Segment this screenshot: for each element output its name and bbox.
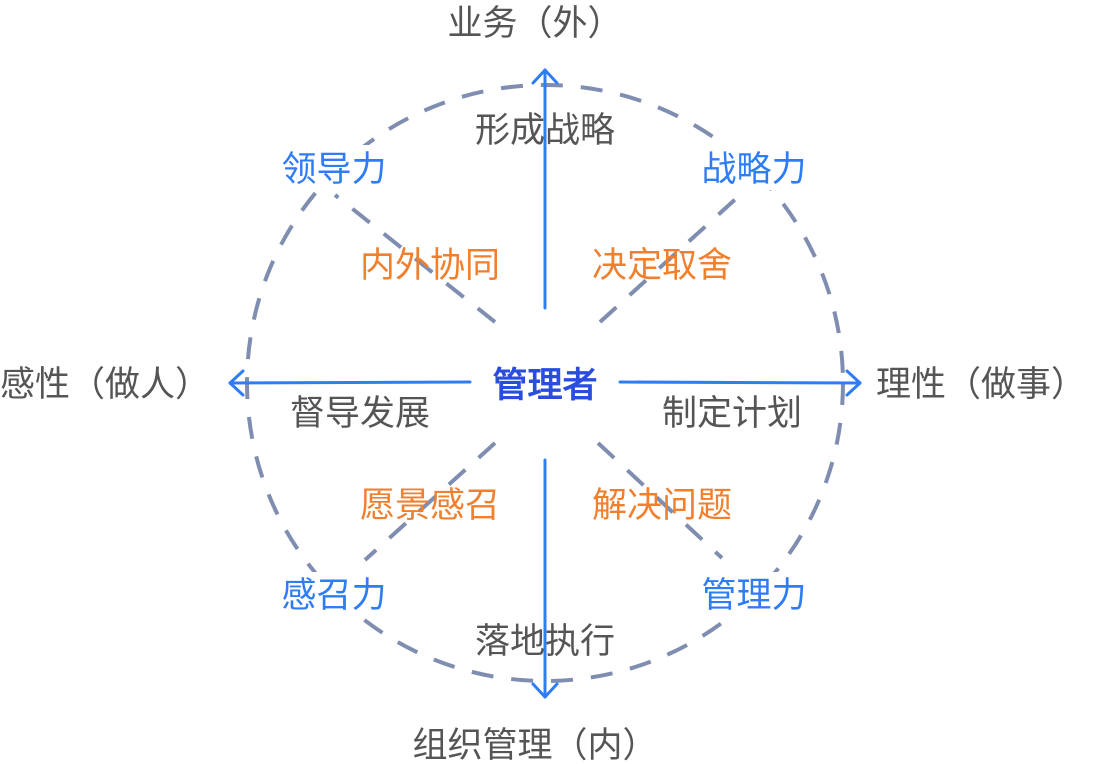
axis-left-label: 感性（做人） (0, 365, 210, 405)
action-bottom-right: 解决问题 (592, 486, 732, 526)
arrow-right-head (845, 369, 862, 397)
arrow-up-head (531, 68, 559, 85)
action-top-left: 内外协同 (360, 246, 500, 286)
diagonal-bottom-left (363, 441, 497, 562)
arrow-left-head (228, 369, 245, 397)
inner-left-label: 督导发展 (290, 394, 430, 434)
action-top-right: 决定取舍 (592, 246, 732, 286)
inner-right-label: 制定计划 (662, 394, 802, 434)
ability-top-left: 领导力 (281, 150, 386, 190)
ability-bottom-right: 管理力 (701, 576, 806, 616)
diagonal-top-left (333, 193, 497, 324)
axis-bottom-label: 组织管理（内） (412, 726, 657, 764)
inner-bottom-label: 落地执行 (475, 622, 615, 662)
center-label: 管理者 (492, 366, 597, 406)
arrow-down-head (531, 682, 559, 699)
ability-bottom-left: 感召力 (281, 576, 386, 616)
diagonal-bottom-right (596, 441, 724, 560)
axis-top-label: 业务（外） (447, 4, 622, 44)
arrow-left (228, 380, 472, 385)
axis-right-label: 理性（做事） (876, 365, 1086, 405)
action-bottom-left: 愿景感召 (360, 486, 500, 526)
ability-top-right: 战略力 (701, 150, 806, 190)
inner-top-label: 形成战略 (475, 111, 615, 151)
arrow-right (618, 380, 862, 385)
diagonal-top-right (598, 193, 742, 324)
